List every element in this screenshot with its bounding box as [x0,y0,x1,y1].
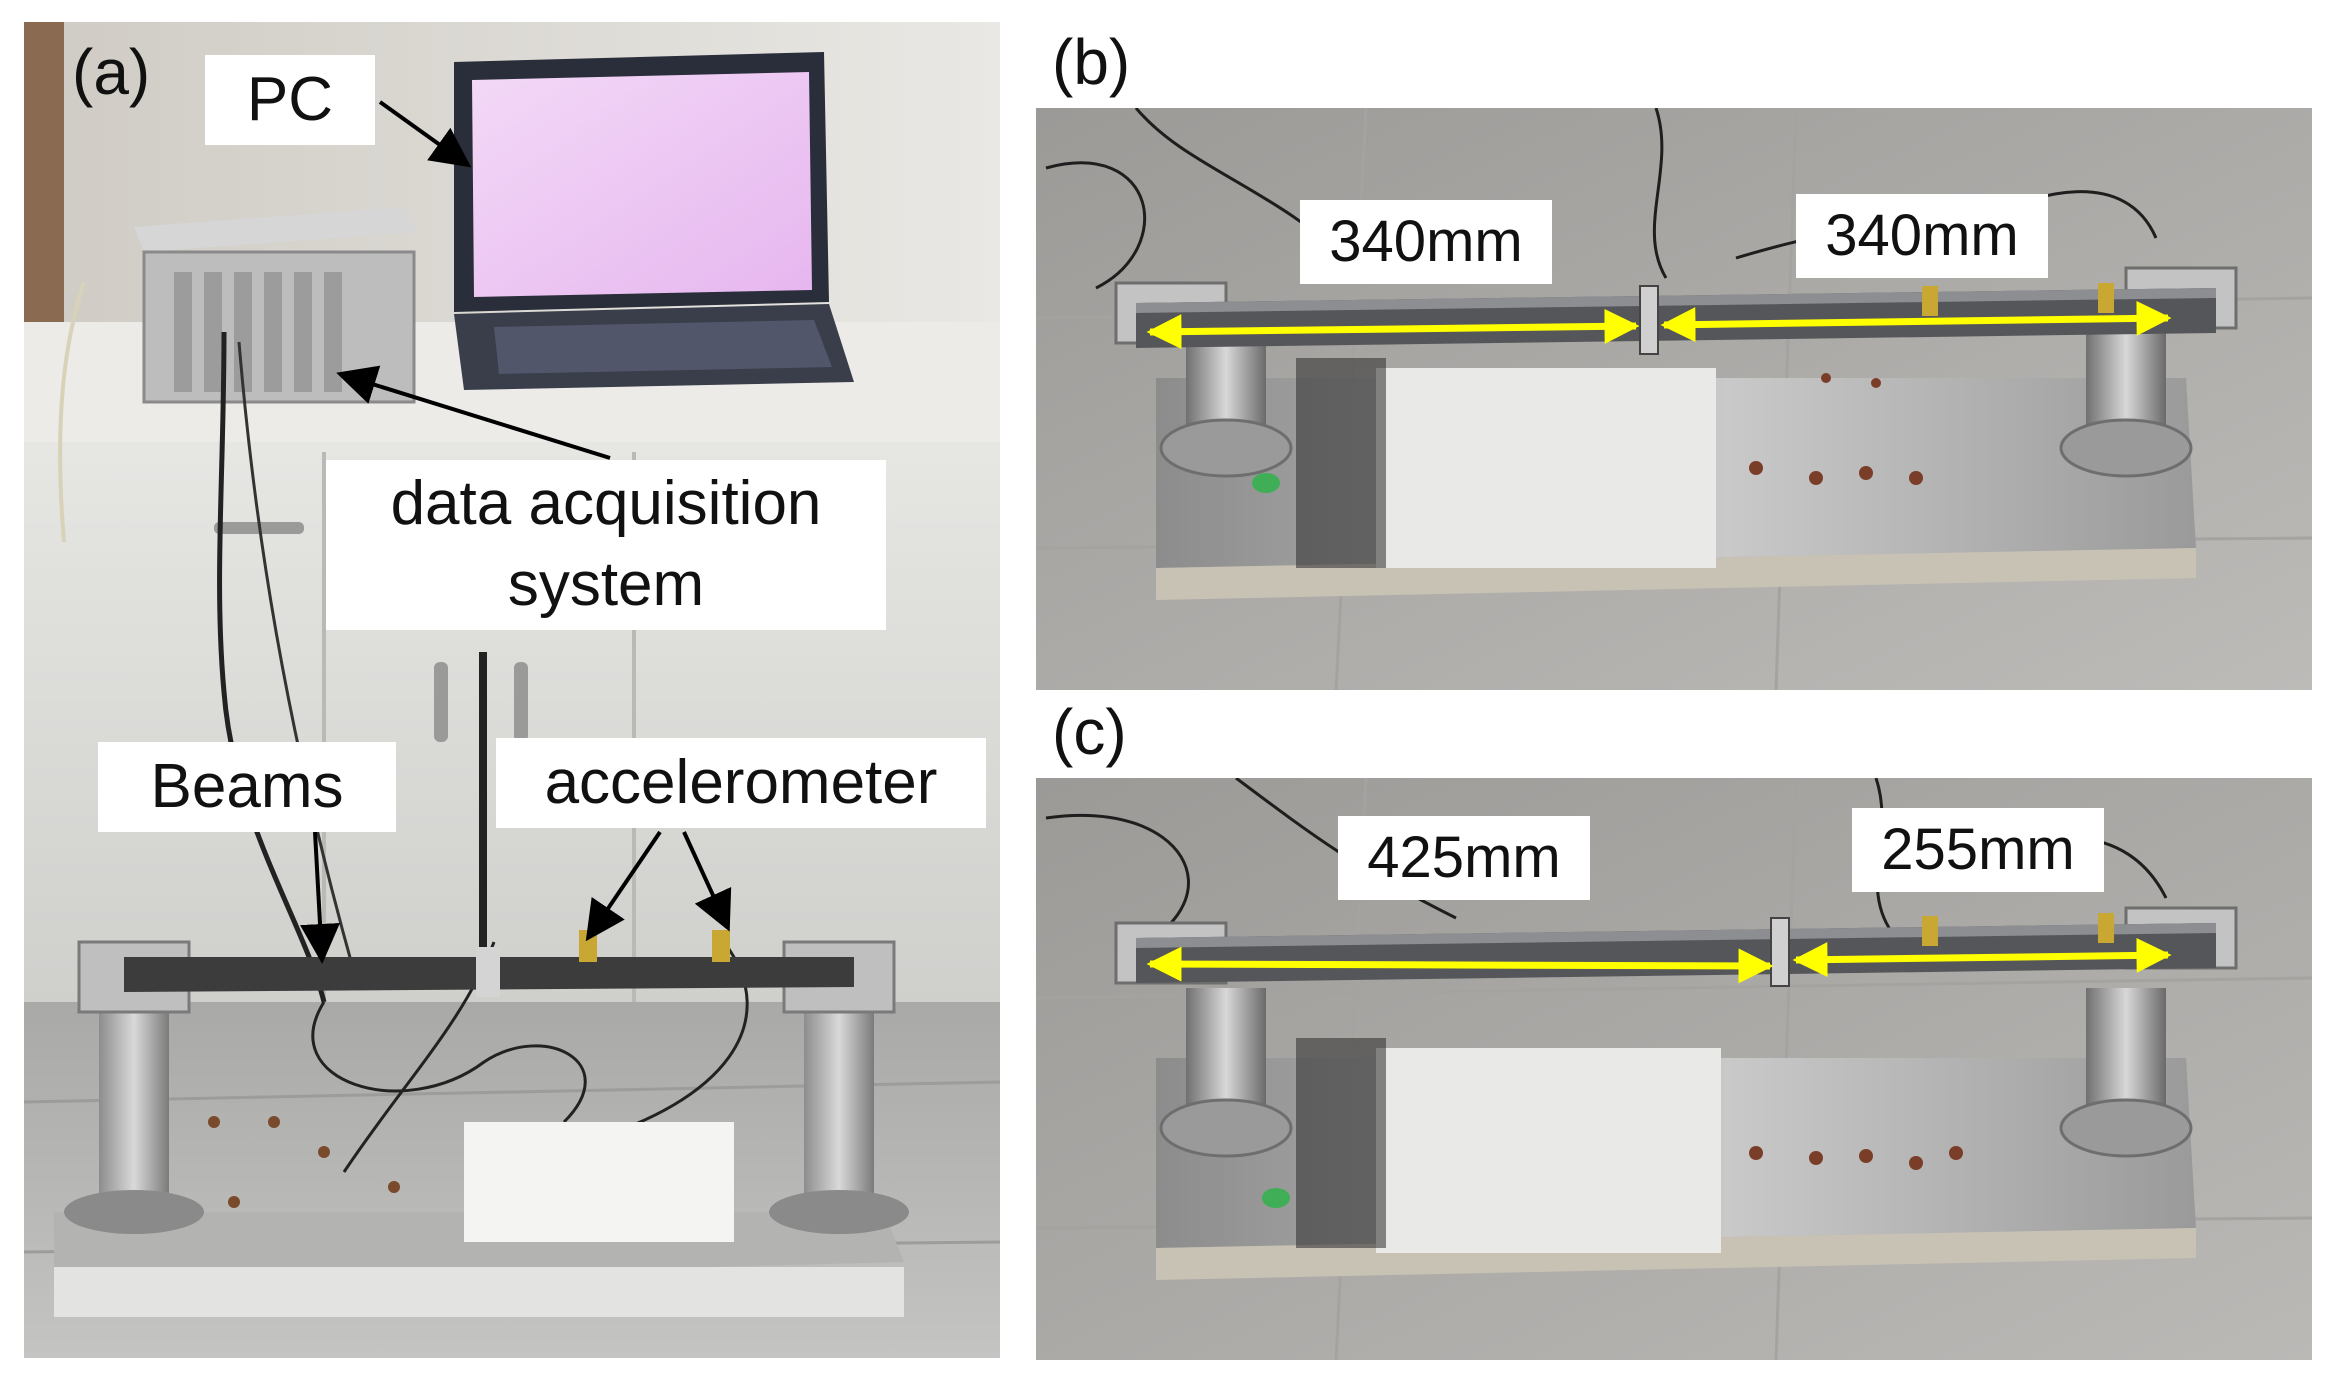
panel-c-letter: (c) [1052,696,1127,768]
panel-b-photo [1036,108,2312,690]
accelerometer-label: accelerometer [496,738,986,828]
pc-label: PC [205,55,375,145]
panel-c-scene [1036,778,2312,1360]
dimension-label-b-right: 340mm [1796,194,2048,278]
dimension-label-c-left: 425mm [1338,816,1590,900]
daq-label-line2: system [507,550,705,619]
daq-label-line1: data acquisition [390,469,822,539]
panel-b-letter: (b) [1052,26,1131,98]
panel-a-letter: (a) [72,36,151,108]
panel-a-scene [24,22,1000,1358]
panel-b-scene [1036,108,2312,690]
daq-label: data acquisition system [326,460,886,630]
dimension-label-c-right: 255mm [1852,808,2104,892]
panel-a-photo [24,22,1000,1358]
panel-c-photo [1036,778,2312,1360]
beams-label: Beams [98,742,396,832]
dimension-label-b-left: 340mm [1300,200,1552,284]
